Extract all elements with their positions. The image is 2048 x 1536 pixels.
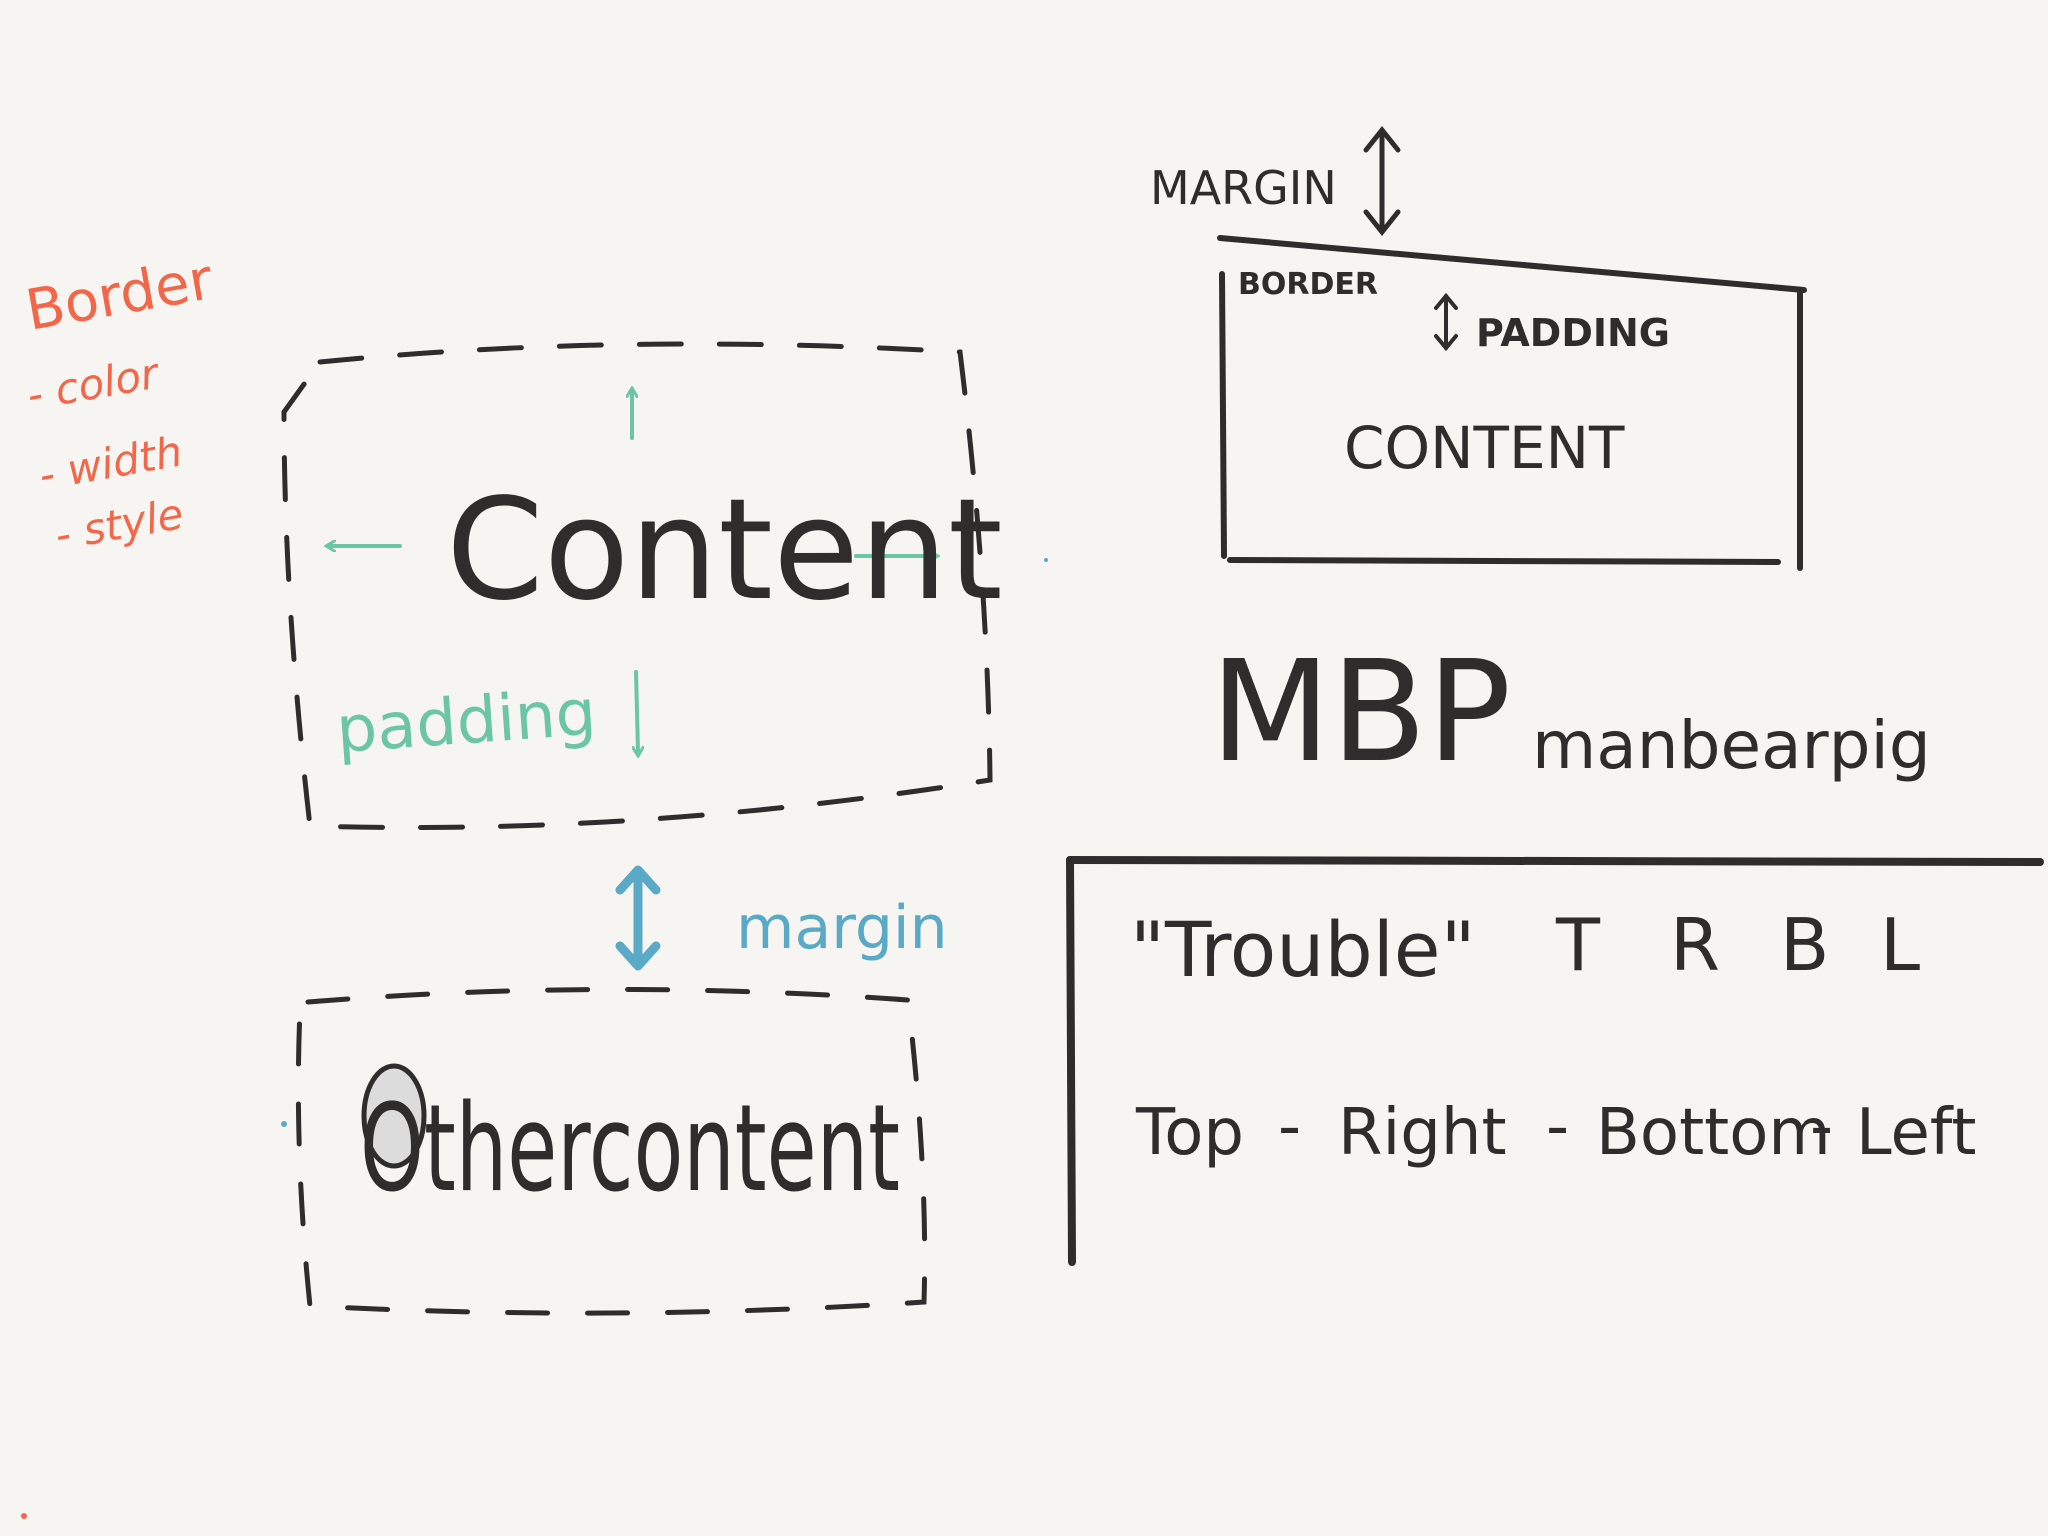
box-model-border bbox=[1217, 235, 1807, 571]
stray-dot-small bbox=[1044, 558, 1048, 562]
trouble-separator-3: - bbox=[1810, 1090, 1833, 1164]
padding-label: padding bbox=[334, 676, 599, 768]
box-padding-label: PADDING bbox=[1476, 311, 1670, 355]
trouble-separator-2: - bbox=[1546, 1090, 1569, 1164]
other-content-box-dashed-border bbox=[295, 986, 928, 1316]
box-content-label: CONTENT bbox=[1344, 414, 1625, 482]
content-label: Content bbox=[446, 469, 1003, 632]
box-margin-arrow-icon bbox=[1363, 125, 1401, 237]
trouble-separator-1: - bbox=[1278, 1090, 1301, 1164]
trouble-word-left: Left bbox=[1856, 1096, 1976, 1170]
trouble-letter-b: B bbox=[1780, 903, 1829, 987]
trouble-panel-frame bbox=[1066, 856, 2044, 1266]
trouble-word-bottom: Bottom bbox=[1596, 1096, 1831, 1170]
margin-label: margin bbox=[736, 893, 948, 963]
border-note-item-color: - color bbox=[23, 348, 164, 420]
stray-dot-blue bbox=[281, 1121, 287, 1127]
padding-arrow-down-icon bbox=[636, 670, 638, 752]
box-margin-label: MARGIN bbox=[1150, 161, 1337, 215]
trouble-word-top: Top bbox=[1135, 1096, 1244, 1170]
padding-arrows bbox=[330, 392, 934, 752]
trouble-word: "Trouble" bbox=[1130, 905, 1476, 994]
trouble-word-right: Right bbox=[1338, 1096, 1507, 1170]
border-note-item-width: - width bbox=[35, 427, 186, 500]
trouble-letter-r: R bbox=[1670, 903, 1720, 987]
border-note-item-style: - style bbox=[51, 489, 187, 560]
border-note: Border - color - width - style bbox=[21, 247, 218, 560]
trouble-letters: T R B L bbox=[1555, 903, 1920, 987]
trouble-letter-t: T bbox=[1555, 903, 1601, 987]
margin-arrow-icon bbox=[615, 865, 661, 971]
other-content-circle-icon bbox=[361, 1063, 427, 1169]
trouble-expansion: Top - Right - Bottom - Left bbox=[1135, 1090, 1976, 1170]
stray-dot-orange bbox=[21, 1513, 27, 1519]
box-border-label: BORDER bbox=[1238, 267, 1378, 302]
other-content-label: Othercontent bbox=[360, 1080, 900, 1219]
mbp-phrase: manbearpig bbox=[1532, 707, 1931, 784]
mbp-acronym: MBP bbox=[1210, 631, 1511, 794]
border-note-title: Border bbox=[21, 247, 218, 344]
box-padding-arrow-icon bbox=[1434, 292, 1458, 352]
content-box-dashed-border bbox=[281, 341, 993, 831]
trouble-letter-l: L bbox=[1880, 903, 1920, 987]
